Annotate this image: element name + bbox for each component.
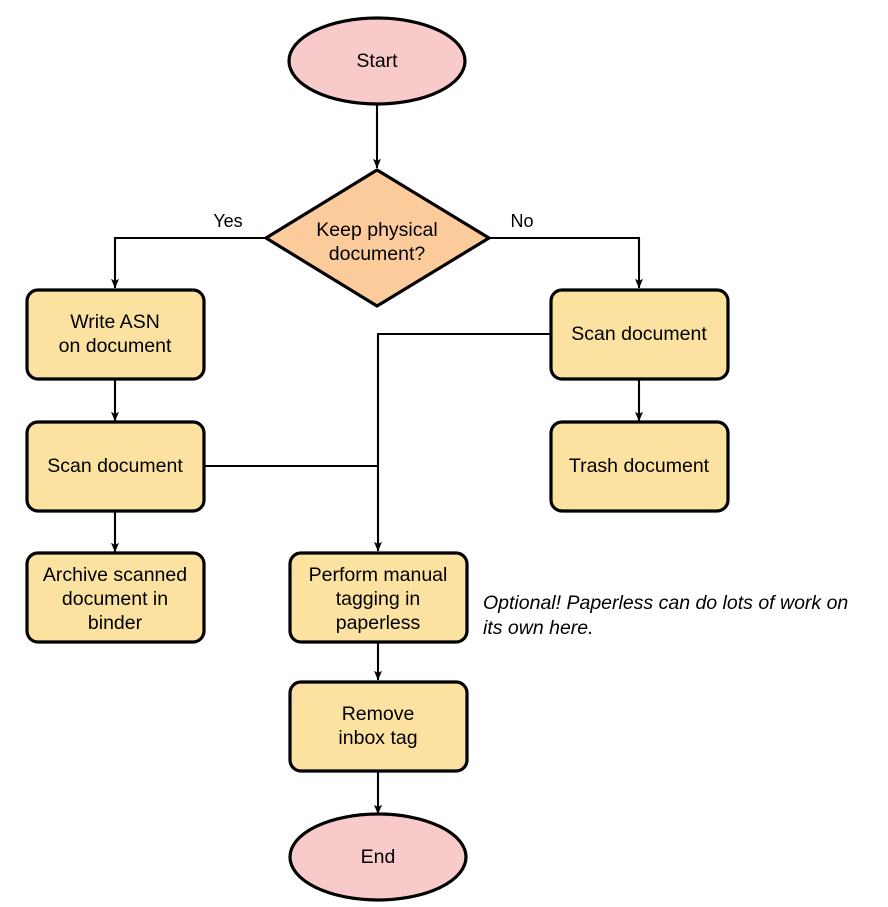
edge-decision-no-to-scan-right (490, 236, 643, 289)
node-perform-manual-tagging[interactable]: Perform manual tagging in paperless (288, 551, 469, 644)
edge-label-yes: Yes (213, 211, 242, 231)
scan-document-right-box[interactable] (549, 288, 730, 381)
annotation-optional-note: Optional! Paperless can do lots of work … (483, 592, 848, 639)
annotation-line2: its own here. (483, 617, 594, 639)
edge-decision-yes-to-write-asn (111, 236, 265, 289)
trash-document-box[interactable] (549, 420, 730, 513)
remove-inbox-tag-box[interactable] (288, 680, 469, 773)
node-decision-keep-physical-document[interactable]: Keep physical document? (264, 168, 491, 308)
node-remove-inbox-tag[interactable]: Remove inbox tag (288, 680, 469, 773)
node-archive-scanned-document[interactable]: Archive scanned document in binder (25, 551, 206, 644)
archive-box[interactable] (25, 551, 206, 644)
scan-document-left-box[interactable] (25, 420, 206, 513)
annotation-line1: Optional! Paperless can do lots of work … (483, 592, 848, 614)
node-start[interactable]: Start (287, 16, 467, 106)
tagging-box[interactable] (288, 551, 469, 644)
node-trash-document[interactable]: Trash document (549, 420, 730, 513)
node-end[interactable]: End (288, 812, 468, 902)
start-ellipse[interactable] (287, 16, 467, 106)
node-scan-document-left[interactable]: Scan document (25, 420, 206, 513)
edge-scan-right-to-tagging (374, 332, 551, 552)
decision-diamond[interactable] (264, 168, 491, 308)
end-ellipse[interactable] (288, 812, 468, 902)
edge-label-no: No (510, 211, 533, 231)
write-asn-box[interactable] (25, 288, 206, 381)
node-write-asn[interactable]: Write ASN on document (25, 288, 206, 381)
node-scan-document-right[interactable]: Scan document (549, 288, 730, 381)
